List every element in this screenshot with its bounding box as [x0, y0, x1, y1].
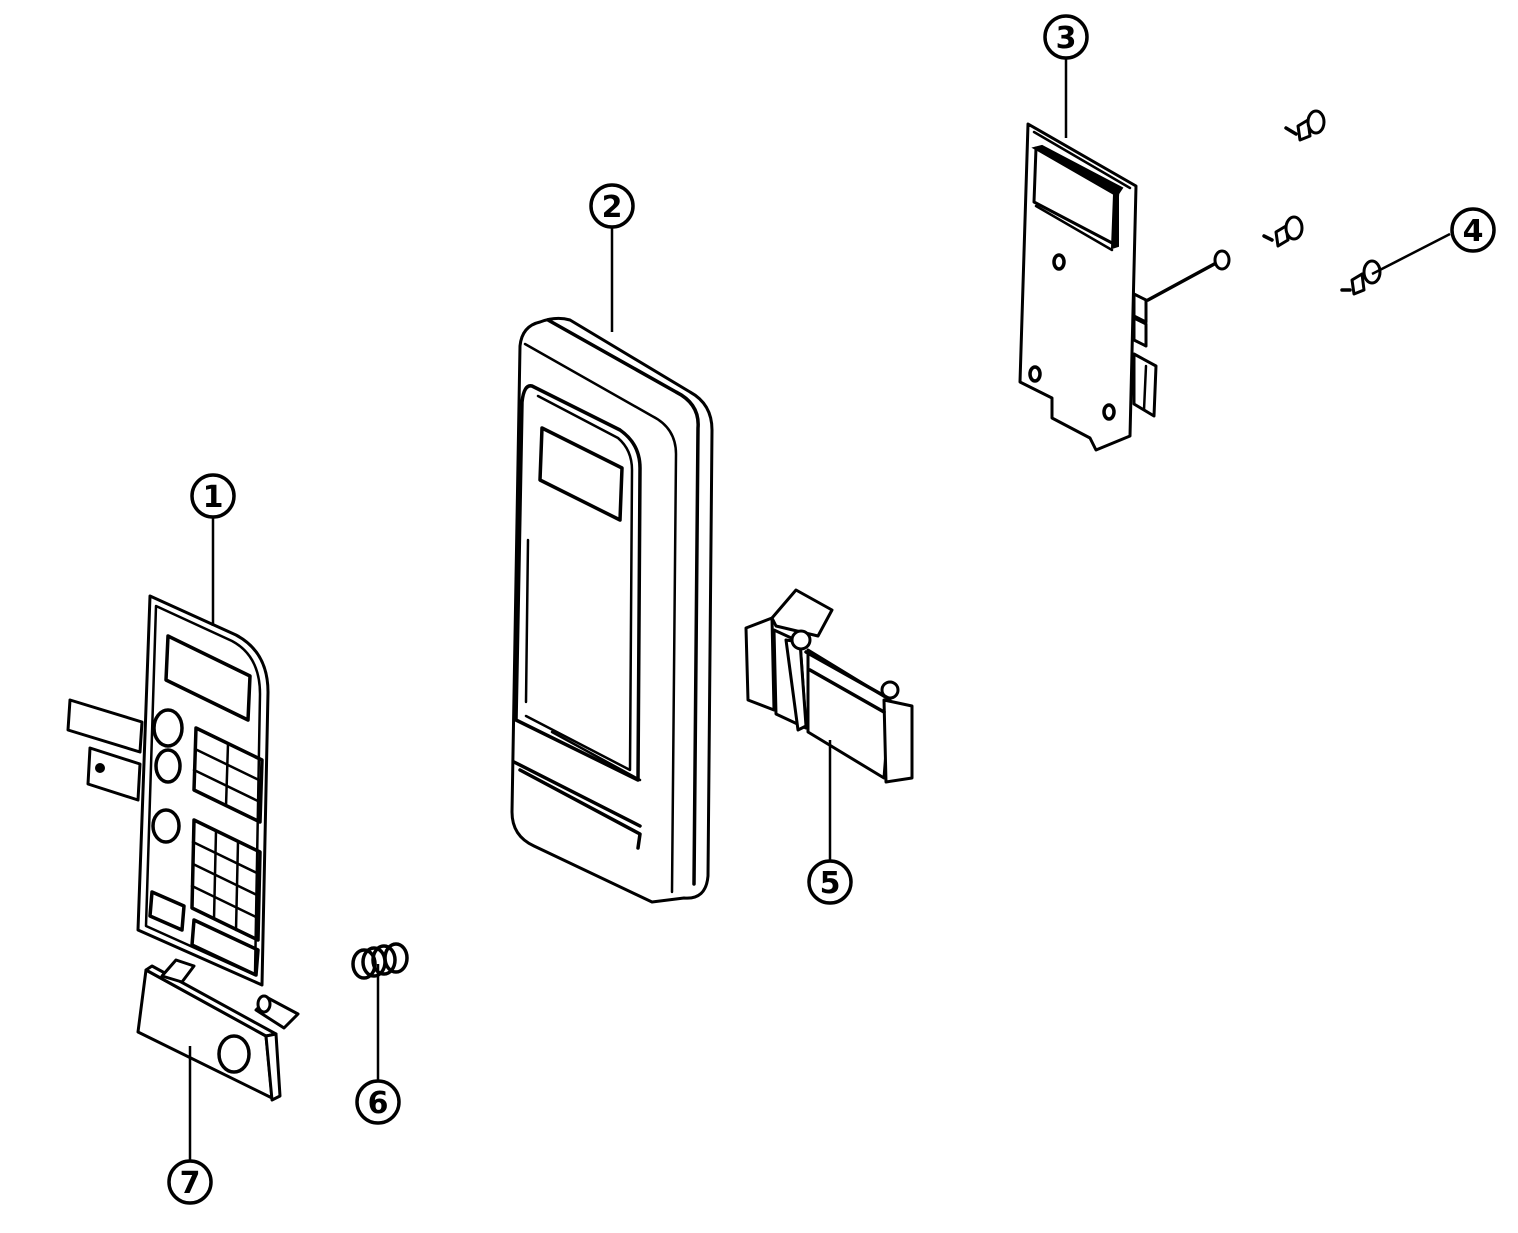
- callout-leaders: [188, 58, 1451, 1160]
- callout-7[interactable]: 7: [167, 1159, 213, 1205]
- callout-2-label: 2: [602, 190, 623, 225]
- part-7-release-button[interactable]: [136, 958, 300, 1102]
- callout-7-label: 7: [180, 1166, 201, 1201]
- callout-6-label: 6: [368, 1086, 389, 1121]
- part-6-spring[interactable]: [351, 942, 409, 980]
- callout-3[interactable]: 3: [1043, 14, 1089, 60]
- callout-1[interactable]: 1: [190, 473, 236, 519]
- callout-4[interactable]: 4: [1450, 207, 1496, 253]
- part-5-latch[interactable]: [744, 588, 914, 784]
- callout-2[interactable]: 2: [589, 183, 635, 229]
- callout-5-label: 5: [820, 866, 841, 901]
- part-1-control-panel[interactable]: [66, 594, 270, 987]
- part-3-circuit-board[interactable]: [1018, 122, 1158, 452]
- callout-4-label: 4: [1463, 214, 1484, 249]
- callout-1-label: 1: [203, 480, 224, 515]
- callout-5[interactable]: 5: [807, 859, 853, 905]
- part-2-door-frame[interactable]: [510, 316, 714, 904]
- callout-3-label: 3: [1056, 21, 1077, 56]
- part-4-screws[interactable]: [1146, 109, 1382, 302]
- callout-6[interactable]: 6: [355, 1079, 401, 1125]
